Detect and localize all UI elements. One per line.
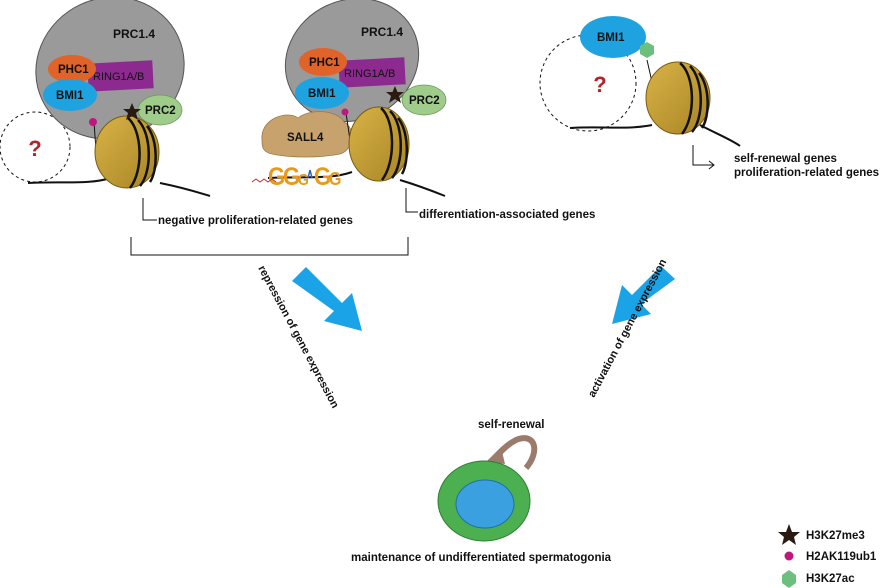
middle-h3k27me3-star	[386, 86, 404, 103]
left-ring-box	[87, 60, 154, 92]
left-dna	[27, 177, 211, 197]
legend-hexagon-icon	[782, 570, 796, 588]
middle-bmi1	[295, 77, 349, 109]
middle-gene-tss	[405, 188, 418, 213]
proliferation-genes-label: proliferation-related genes	[734, 167, 879, 179]
left-ring-label: RING1A/B	[93, 71, 144, 83]
middle-prc2-label: PRC2	[409, 95, 440, 107]
svg-text:G: G	[314, 164, 331, 192]
right-bmi1-label: BMI1	[597, 32, 625, 44]
svg-text:G: G	[268, 164, 285, 192]
middle-ring-label: RING1A/B	[344, 68, 395, 80]
right-h3k27ac-hexagon	[640, 42, 654, 58]
middle-dna-motif-logo: G G G G G	[251, 164, 341, 192]
left-unknown-circle	[0, 111, 71, 183]
legend: H3K27me3 H2AK119ub1 H3K27ac	[778, 524, 877, 588]
differentiation-label: differentiation-associated genes	[419, 209, 595, 221]
self-renewal-arrowhead	[486, 447, 505, 464]
self-renewal-genes-label: self-renewal genes	[734, 153, 837, 165]
right-question-mark: ?	[593, 72, 606, 97]
svg-text:G: G	[329, 168, 341, 189]
middle-complex: PRC1.4 RING1A/B PHC1 BMI1 SALL4 G G G G …	[251, 0, 447, 197]
left-question-mark: ?	[28, 136, 41, 161]
repression-arrow	[292, 267, 362, 331]
middle-nucleosome	[348, 106, 410, 182]
right-unknown-circle	[539, 34, 637, 132]
legend-h2ak119ub1-label: H2AK119ub1	[806, 551, 877, 563]
left-prc2-label: PRC2	[145, 105, 176, 117]
middle-h2ak119ub1-dot	[341, 108, 349, 116]
left-prc14-label: PRC1.4	[113, 27, 155, 41]
left-h2ak119ub1-dot	[89, 118, 97, 126]
right-nucleosome	[645, 61, 711, 135]
repression-text: repression of gene expression	[255, 264, 341, 411]
legend-star-icon	[778, 524, 800, 545]
middle-prc2	[401, 84, 447, 116]
middle-bmi1-label: BMI1	[308, 88, 336, 100]
middle-dna	[267, 171, 446, 197]
left-bmi1	[43, 79, 97, 111]
legend-h3k27me3-label: H3K27me3	[806, 530, 865, 542]
svg-text:G: G	[283, 164, 300, 192]
maintenance-label: maintenance of undifferentiated spermato…	[351, 552, 612, 564]
middle-ring-box	[338, 57, 406, 88]
middle-phc1	[299, 48, 347, 76]
activation-arrow	[612, 266, 675, 324]
right-bmi1	[580, 16, 646, 58]
left-h3k27me3-star	[123, 103, 141, 120]
cell-nucleus	[455, 479, 515, 529]
negative-proliferation-label: negative proliferation-related genes	[158, 215, 353, 227]
legend-dot-icon	[784, 551, 794, 561]
legend-h3k27ac-label: H3K27ac	[806, 573, 855, 585]
left-nucleosome	[94, 115, 160, 189]
middle-prc14-label: PRC1.4	[361, 25, 403, 39]
left-phc1-label: PHC1	[58, 64, 89, 76]
left-phc1	[48, 55, 96, 83]
middle-sall4-label: SALL4	[287, 132, 324, 144]
middle-phc1-label: PHC1	[309, 57, 340, 69]
self-renewal-label: self-renewal	[478, 419, 544, 431]
left-complex: ? PRC1.4 RING1A/B PHC1 BMI1 PRC2	[0, 0, 211, 197]
svg-text:G: G	[298, 171, 309, 189]
repression-bracket	[130, 237, 409, 256]
right-complex: ? BMI1	[539, 16, 741, 147]
activation-text: activation of gene expression	[586, 257, 669, 399]
left-bmi1-label: BMI1	[56, 90, 84, 102]
right-gene-tss	[692, 145, 715, 170]
right-dna	[569, 124, 741, 147]
left-gene-tss	[142, 198, 157, 221]
